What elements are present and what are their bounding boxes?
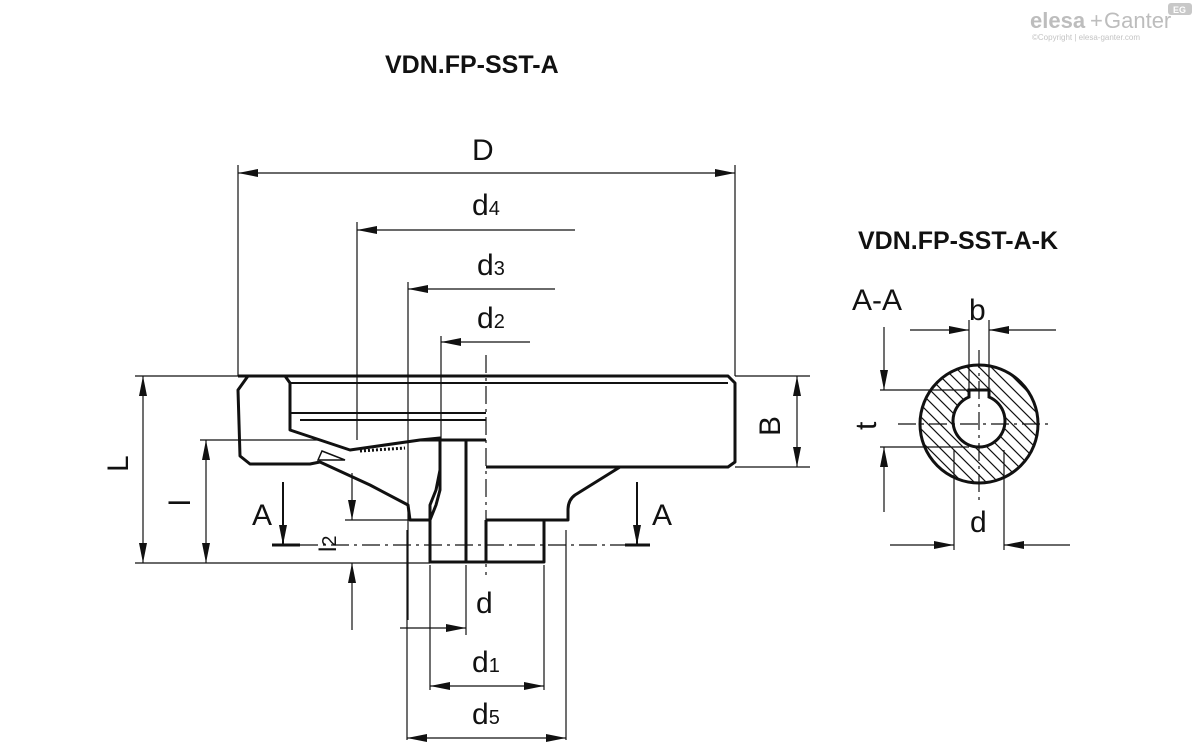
logo-badge (1168, 3, 1192, 15)
hub-section (428, 438, 468, 564)
logo-brand-left: elesa (1030, 8, 1086, 33)
logo-copyright: ©Copyright | elesa-ganter.com (1032, 33, 1140, 42)
label-d: d (476, 587, 493, 620)
logo-badge-text: EG (1173, 5, 1186, 15)
label-B: B (754, 416, 787, 436)
label-l2: l2 (315, 536, 342, 552)
label-d2: d2 (477, 302, 505, 335)
label-key-d: d (970, 506, 987, 539)
hub-profile-right (486, 465, 621, 522)
label-section-A-left: A (252, 499, 272, 532)
label-section-AA: A-A (852, 284, 902, 317)
rim-cavity (316, 450, 346, 461)
label-l: l (164, 499, 197, 506)
label-d5: d5 (472, 698, 500, 731)
handwheel-rim-section (236, 374, 442, 522)
main-view-title: VDN.FP-SST-A (385, 51, 559, 79)
elesa-ganter-logo: elesa + Ganter EG ©Copyright | elesa-gan… (1030, 3, 1192, 42)
label-L: L (102, 455, 135, 472)
wheel-outline-top (238, 374, 737, 469)
keyed-bore-section (898, 350, 1048, 500)
label-section-A-right: A (652, 499, 672, 532)
logo-brand-right: Ganter (1104, 8, 1171, 33)
hub-boss-right (466, 520, 546, 564)
label-t: t (850, 421, 883, 430)
label-d3: d3 (477, 249, 505, 282)
logo-plus: + (1090, 8, 1103, 33)
label-b: b (969, 294, 986, 327)
label-D: D (472, 134, 494, 167)
insert-strip (359, 446, 406, 453)
label-d1: d1 (472, 646, 500, 679)
label-d4: d4 (472, 189, 500, 222)
keyed-view-title: VDN.FP-SST-A-K (858, 227, 1058, 255)
